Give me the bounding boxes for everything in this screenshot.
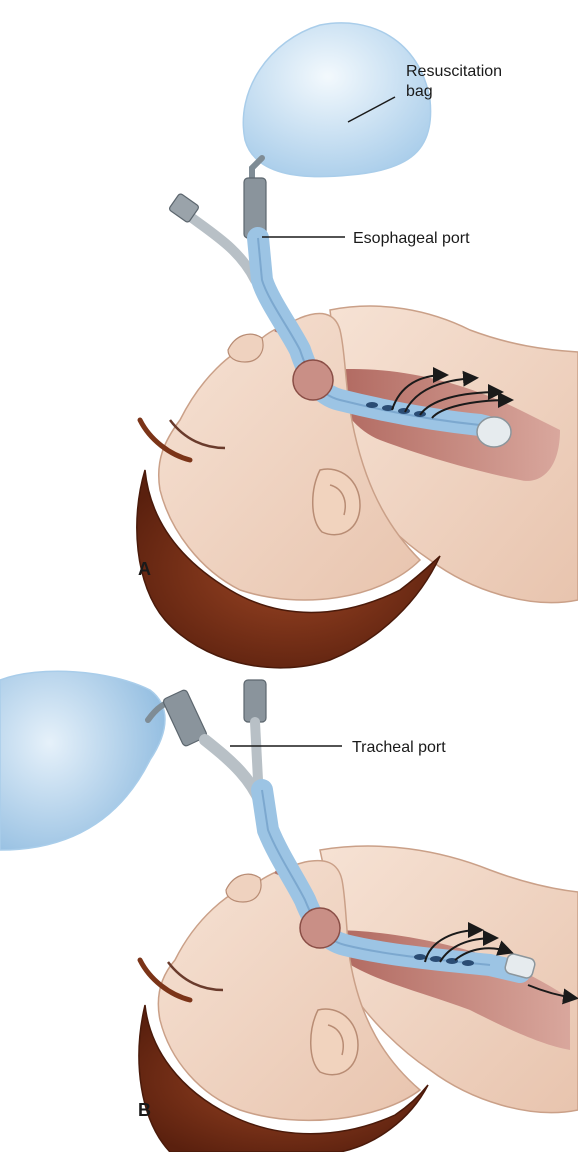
esophageal-tube-b — [255, 722, 258, 780]
bag-label-line2: bag — [406, 83, 433, 100]
resuscitation-bag-b — [0, 671, 165, 850]
distal-cuff-a — [477, 417, 511, 447]
panel-letter-a: A — [138, 559, 151, 579]
esophageal-connector-b — [244, 680, 266, 722]
pharyngeal-cuff-b — [300, 908, 340, 948]
esophageal-port-label: Esophageal port — [353, 230, 470, 247]
bag-connector-a — [252, 158, 262, 180]
bag-label-line1: Resuscitation — [406, 63, 502, 80]
nose-b — [226, 874, 261, 902]
panel-b: Tracheal port B — [0, 671, 578, 1152]
panel-letter-b: B — [138, 1100, 151, 1120]
panel-a: Resuscitation bag Esophageal port A — [137, 23, 578, 668]
resuscitation-bag-a — [243, 23, 430, 177]
pharyngeal-cuff-a — [293, 360, 333, 400]
nose-a — [228, 334, 263, 362]
tracheal-port-label: Tracheal port — [352, 739, 446, 756]
